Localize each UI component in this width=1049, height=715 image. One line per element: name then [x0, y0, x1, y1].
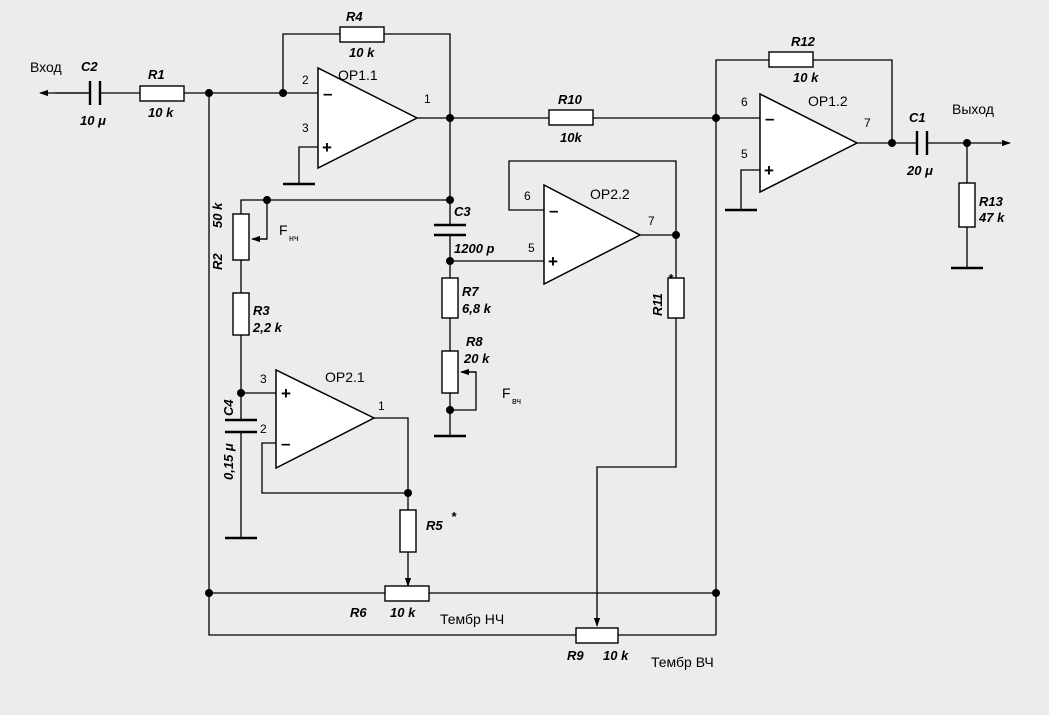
svg-text:F: F	[279, 222, 288, 238]
resistor-r4	[339, 26, 385, 43]
r1-ref: R1	[148, 67, 165, 82]
r1-value: 10 k	[148, 105, 174, 120]
op22-pin7: 7	[648, 214, 655, 228]
r4-ref: R4	[346, 9, 363, 24]
potentiometer-r8	[441, 350, 459, 394]
r11-mark: *	[668, 271, 674, 286]
ground-symbols	[225, 182, 983, 540]
capacitor-c1	[915, 131, 929, 155]
c3-ref: C3	[454, 204, 471, 219]
r5-mark: *	[451, 509, 457, 524]
opamp-op21	[275, 368, 376, 470]
r2-ref: R2	[210, 253, 225, 270]
r7-ref: R7	[462, 284, 479, 299]
c1-value: 20 μ	[906, 163, 933, 178]
op12-minus-sign: –	[765, 109, 774, 128]
resistor-r5	[399, 509, 417, 553]
op21-pin2: 2	[260, 422, 267, 436]
c3-value: 1200 p	[454, 241, 495, 256]
c2-value: 10 μ	[80, 113, 106, 128]
op11-pin1: 1	[424, 92, 431, 106]
svg-text:вч: вч	[512, 396, 521, 406]
tone-hf-label: Тембр ВЧ	[651, 654, 714, 670]
op11-minus-sign: –	[323, 84, 332, 103]
potentiometer-r2	[232, 213, 250, 261]
r8-ref: R8	[466, 334, 483, 349]
op11-label: OP1.1	[338, 67, 378, 83]
svg-text:F: F	[502, 385, 511, 401]
resistor-r12	[768, 51, 814, 68]
potentiometer-r9	[575, 627, 619, 644]
op11-pin3: 3	[302, 121, 309, 135]
resistor-r1	[139, 85, 185, 102]
f-hf-label: F вч	[502, 385, 521, 406]
r3-value: 2,2 k	[252, 320, 283, 335]
op22-label: OP2.2	[590, 186, 630, 202]
op22-pin6: 6	[524, 189, 531, 203]
op21-label: OP2.1	[325, 369, 365, 385]
op22-pin5: 5	[528, 241, 535, 255]
op21-pin3: 3	[260, 372, 267, 386]
opamp-op22	[543, 183, 642, 286]
r13-value: 47 k	[978, 210, 1005, 225]
c1-ref: C1	[909, 110, 926, 125]
r10-value: 10k	[560, 130, 582, 145]
r10-ref: R10	[558, 92, 583, 107]
op12-pin5: 5	[741, 147, 748, 161]
resistor-r3	[232, 292, 250, 336]
r6-value: 10 k	[390, 605, 416, 620]
op21-plus-sign: +	[281, 384, 291, 403]
input-label: Вход	[30, 59, 62, 75]
op12-pin7: 7	[864, 116, 871, 130]
r6-ref: R6	[350, 605, 367, 620]
op12-pin6: 6	[741, 95, 748, 109]
r2-value: 50 k	[210, 202, 225, 228]
junction-dots	[205, 89, 971, 597]
resistor-r7	[441, 277, 459, 319]
capacitor-c4	[225, 418, 257, 434]
resistor-r11	[667, 277, 685, 319]
r12-ref: R12	[791, 34, 816, 49]
op22-plus-sign: +	[548, 252, 558, 271]
r3-ref: R3	[253, 303, 270, 318]
op22-minus-sign: –	[549, 201, 558, 220]
capacitor-c3	[434, 223, 466, 237]
tone-lf-label: Тембр НЧ	[440, 611, 504, 627]
op12-label: OP1.2	[808, 93, 848, 109]
r9-value: 10 k	[603, 648, 629, 663]
wires	[55, 33, 1011, 636]
r7-value: 6,8 k	[462, 301, 492, 316]
svg-text:нч: нч	[289, 233, 299, 243]
op12-plus-sign: +	[764, 161, 774, 180]
op21-pin1: 1	[378, 399, 385, 413]
opamp-op12	[759, 92, 859, 194]
r12-value: 10 k	[793, 70, 819, 85]
output-label: Выход	[952, 101, 994, 117]
r4-value: 10 k	[349, 45, 375, 60]
r11-ref: R11	[650, 293, 665, 316]
op11-plus-sign: +	[322, 138, 332, 157]
potentiometer-r6	[384, 585, 430, 602]
capacitor-c2	[88, 81, 102, 105]
f-lf-label: F нч	[279, 222, 299, 243]
c4-ref: C4	[221, 399, 236, 416]
resistor-r13	[958, 182, 976, 228]
r13-ref: R13	[979, 194, 1004, 209]
c2-ref: C2	[81, 59, 98, 74]
r9-ref: R9	[567, 648, 584, 663]
op11-pin2: 2	[302, 73, 309, 87]
op21-minus-sign: –	[281, 434, 290, 453]
r5-ref: R5	[426, 518, 443, 533]
c4-value: 0,15 μ	[221, 443, 236, 480]
opamp-op11	[317, 66, 419, 170]
r8-value: 20 k	[463, 351, 490, 366]
resistor-r10	[548, 109, 594, 126]
